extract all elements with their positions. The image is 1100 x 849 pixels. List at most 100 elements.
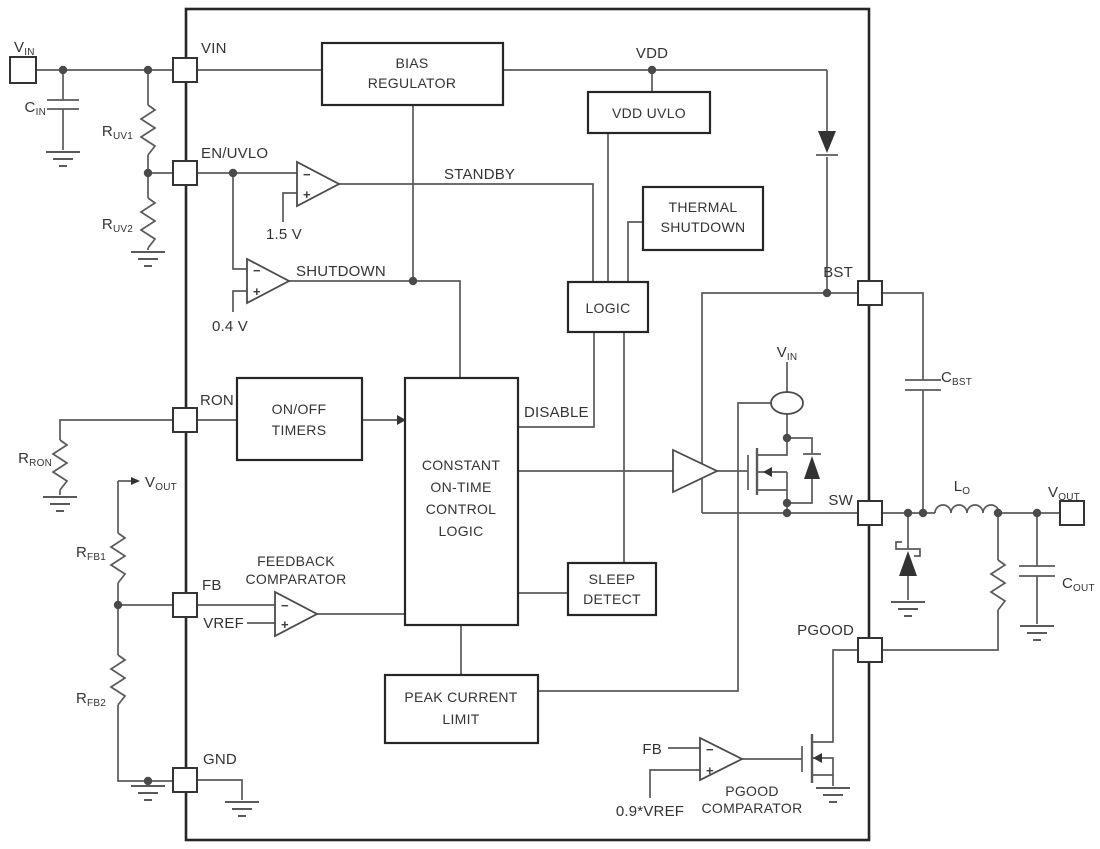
bias-regulator-block: BIAS REGULATOR <box>320 41 505 107</box>
label-cbst: CBST <box>941 369 972 388</box>
feedback-minus-sign: − <box>281 598 289 613</box>
bias-regulator-label-2: REGULATOR <box>368 75 457 91</box>
timers-label-2: TIMERS <box>272 422 327 438</box>
pin-fb <box>172 592 198 618</box>
ground-symbol <box>224 801 260 817</box>
ground-symbol <box>815 787 851 803</box>
junction-dots <box>58 65 1042 786</box>
pgood-mosfet <box>801 734 822 783</box>
ground-symbol <box>1019 625 1055 641</box>
wire-bst-external <box>882 292 924 380</box>
wire-pullup-pgood <box>882 610 999 651</box>
label-rron: RRON <box>18 450 52 469</box>
sleep-label-2: DETECT <box>583 591 641 607</box>
ground-symbol <box>130 251 166 267</box>
label-cin: CIN <box>25 99 46 118</box>
wire-ref04 <box>232 290 247 312</box>
pin-ron <box>172 407 198 433</box>
label-rfb1: RFB1 <box>76 544 106 563</box>
label-ruv1: RUV1 <box>102 123 133 142</box>
body-diode <box>803 453 821 479</box>
wire-bst-internal <box>701 292 858 513</box>
label-vin-terminal: VIN <box>14 39 35 58</box>
wire-ref15 <box>282 192 297 222</box>
label-shutdown: SHUTDOWN <box>296 263 386 280</box>
thermal-label-1: THERMAL <box>669 199 738 215</box>
wire-fet-drain <box>757 438 788 456</box>
shutdown-comparator: − + <box>246 257 291 305</box>
current-source-symbol <box>770 391 804 415</box>
pin-vin <box>172 57 198 83</box>
pin-gnd <box>172 767 198 793</box>
output-inductor <box>934 504 1000 514</box>
pin-label-ron: RON <box>200 392 234 409</box>
label-cout: COUT <box>1062 575 1095 594</box>
logic-label: LOGIC <box>585 300 630 316</box>
label-ref-0v4: 0.4 V <box>212 318 248 335</box>
rfb1-resistor <box>109 532 127 584</box>
pin-sw <box>857 500 883 526</box>
wires <box>36 69 1060 800</box>
timers-label-1: ON/OFF <box>272 401 327 417</box>
cot-label-4: LOGIC <box>438 523 483 539</box>
sleep-detect-block: SLEEP DETECT <box>566 561 658 617</box>
label-0.9vref: 0.9*VREF <box>616 803 684 820</box>
pin-label-gnd: GND <box>203 751 237 768</box>
wire-standby <box>339 183 594 282</box>
label-pgood-comp-2: COMPARATOR <box>701 800 802 816</box>
pin-label-vin: VIN <box>201 40 227 57</box>
logic-block: LOGIC <box>566 280 650 334</box>
sleep-label-1: SLEEP <box>589 571 636 587</box>
pin-label-enuvlo: EN/UVLO <box>201 145 268 162</box>
standby-comparator: − + <box>296 160 341 208</box>
label-vout-arrow: VOUT <box>145 474 177 493</box>
wire-bodydiode-bot <box>787 479 813 504</box>
wire-rfb2-gnd <box>117 705 173 782</box>
thermal-shutdown-block: THERMAL SHUTDOWN <box>641 185 765 252</box>
wire-shutdown-feed <box>232 173 247 270</box>
wire-rfb1-fb <box>117 583 173 606</box>
feedback-plus-sign: + <box>281 617 289 632</box>
pin-label-sw: SW <box>828 492 853 509</box>
timers-arrowhead <box>397 415 406 425</box>
cin-capacitor <box>47 99 79 110</box>
thermal-label-2: SHUTDOWN <box>661 219 746 235</box>
pgood-plus-sign: + <box>706 763 714 778</box>
pgood-comparator: − + <box>699 736 745 782</box>
wire-pgfet-body <box>812 757 834 775</box>
label-vin-internal: VIN <box>777 344 798 363</box>
vout-arrowhead <box>131 477 140 485</box>
shutdown-minus-sign: − <box>253 263 261 278</box>
peak-label-1: PEAK CURRENT <box>404 689 517 705</box>
ground-symbol <box>42 496 78 512</box>
pgood-minus-sign: − <box>706 742 714 757</box>
ruv1-resistor <box>139 104 157 156</box>
wire-pgood-drain <box>812 649 858 743</box>
feedback-comparator: − + <box>274 590 319 638</box>
ground-symbol <box>45 151 81 167</box>
wire-pgfet-source <box>812 774 834 786</box>
wire-logic-disable <box>518 332 595 428</box>
vin-terminal <box>9 56 37 84</box>
wire-peak-sense <box>538 402 771 692</box>
rfb2-resistor <box>109 654 127 706</box>
label-lo: LO <box>954 478 971 497</box>
on-off-timers-block: ON/OFF TIMERS <box>235 376 364 462</box>
peak-label-2: LIMIT <box>442 711 479 727</box>
label-fb-sense: FB <box>642 741 662 758</box>
pin-enuvlo <box>172 160 198 186</box>
label-vout-terminal: VOUT <box>1048 484 1080 503</box>
wire-bodydiode-top <box>787 437 813 454</box>
peak-current-limit-block: PEAK CURRENT LIMIT <box>383 673 540 745</box>
vout-terminal <box>1059 500 1085 526</box>
bst-capacitor <box>905 379 941 391</box>
wire-shutdown <box>289 280 461 378</box>
vdd-uvlo-block: VDD UVLO <box>586 90 712 135</box>
cot-control-block: CONSTANT ON-TIME CONTROL LOGIC <box>403 376 520 627</box>
label-pgood-comp-1: PGOOD <box>725 783 779 799</box>
pin-label-fb: FB <box>202 577 222 594</box>
label-standby: STANDBY <box>444 166 515 183</box>
label-ref-1v5: 1.5 V <box>266 226 302 243</box>
label-feedback-comp-1: FEEDBACK <box>257 553 335 569</box>
catch-diode <box>895 541 921 576</box>
